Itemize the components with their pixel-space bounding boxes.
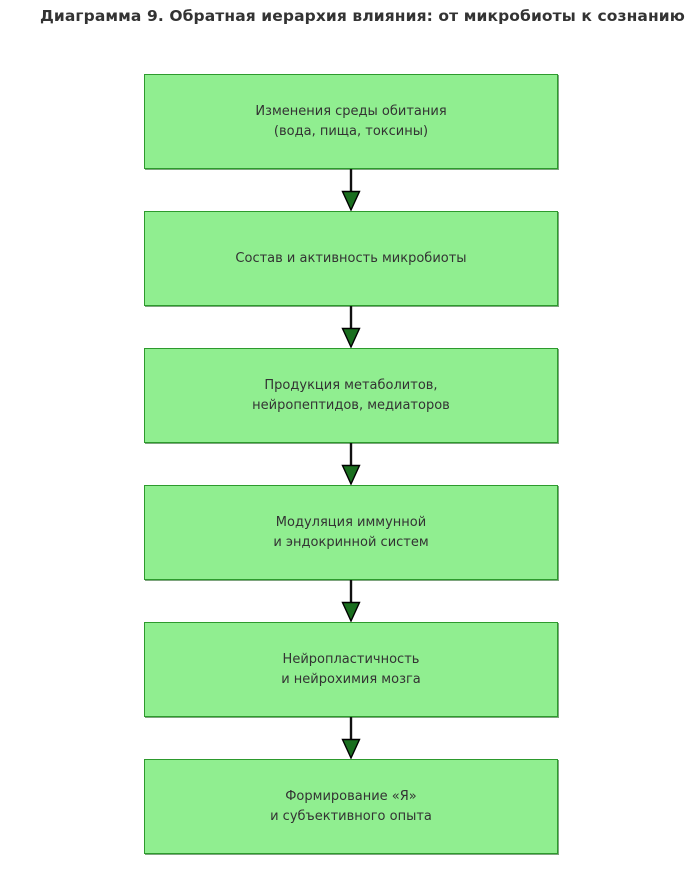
flow-node-microbiota: Состав и активность микробиоты [144, 211, 558, 306]
node-label-line: и нейрохимия мозга [281, 671, 421, 687]
flow-node-neuroplasticity: Нейропластичность и нейрохимия мозга [144, 622, 558, 717]
flow-node-self-formation: Формирование «Я» и субъективного опыта [144, 759, 558, 854]
node-label-line: Продукция метаболитов, [264, 377, 438, 393]
node-label-line: Изменения среды обитания [255, 103, 447, 119]
node-label-line: Нейропластичность [282, 651, 420, 667]
down-arrow-icon [341, 306, 361, 348]
node-label-line: Модуляция иммунной [275, 514, 427, 530]
node-label-line: нейропептидов, медиаторов [252, 397, 450, 413]
flow-node-metabolites: Продукция метаболитов, нейропептидов, ме… [144, 348, 558, 443]
node-label-line: и эндокринной систем [273, 534, 429, 550]
down-arrow-icon [341, 169, 361, 211]
flow-node-immune-endocrine: Модуляция иммунной и эндокринной систем [144, 485, 558, 580]
flowchart: Изменения среды обитания (вода, пища, то… [144, 74, 558, 854]
down-arrow-icon [341, 717, 361, 759]
down-arrow-icon [341, 443, 361, 485]
node-label-line: (вода, пища, токсины) [273, 123, 429, 139]
node-label-line: и субъективного опыта [270, 808, 432, 824]
node-label-line: Формирование «Я» [285, 788, 417, 804]
node-label-line: Состав и активность микробиоты [235, 250, 467, 266]
down-arrow-icon [341, 580, 361, 622]
flow-node-environment: Изменения среды обитания (вода, пища, то… [144, 74, 558, 169]
diagram-title: Диаграмма 9. Обратная иерархия влияния: … [40, 7, 685, 25]
